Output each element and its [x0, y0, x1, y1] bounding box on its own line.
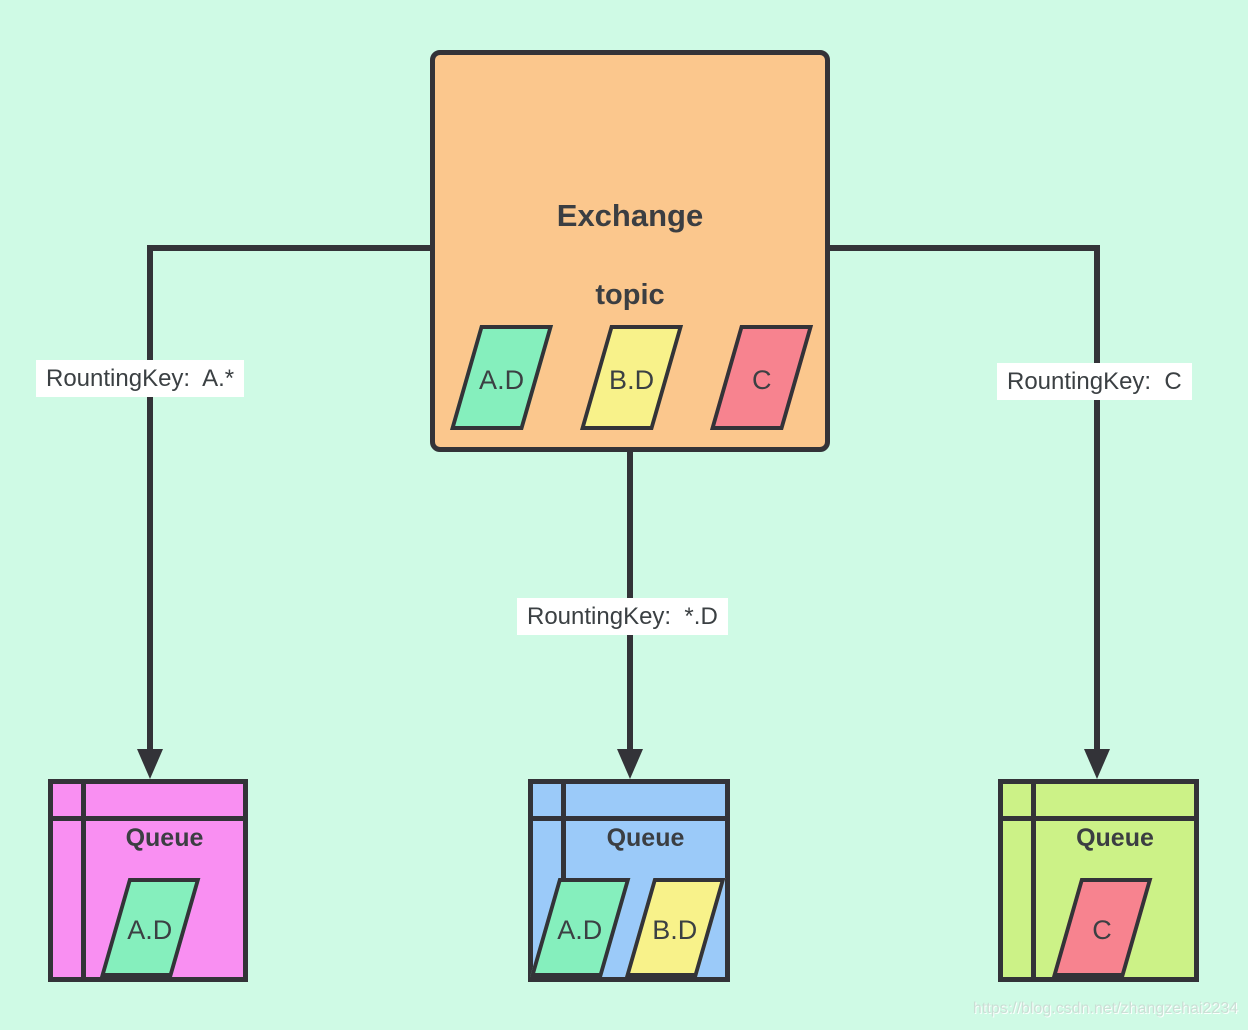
- routing-key-label-middle: RountingKey: *.D: [517, 598, 728, 635]
- queue-node-left: Queue A.D: [48, 779, 248, 982]
- queue-left-message-ad: A.D: [100, 878, 201, 977]
- connector-right-vertical: [1094, 245, 1100, 750]
- connector-left-horizontal: [147, 245, 430, 251]
- queue-right-vertical-divider: [1031, 784, 1036, 977]
- exchange-node: Exchange topic A.D B.D C: [430, 50, 830, 452]
- queue-middle-message-bd-label: B.D: [652, 915, 698, 945]
- queue-node-middle: Queue A.D B.D: [528, 779, 730, 982]
- watermark: https://blog.csdn.net/zhangzehai2234: [972, 1000, 1238, 1017]
- exchange-message-c-label: C: [751, 365, 772, 395]
- queue-middle-horizontal-divider: [533, 816, 725, 821]
- queue-left-horizontal-divider: [53, 816, 243, 821]
- queue-left-vertical-divider: [81, 784, 86, 977]
- routing-key-label-left: RountingKey: A.*: [36, 360, 245, 397]
- exchange-message-ad-label: A.D: [479, 365, 525, 395]
- queue-middle-message-bd: B.D: [625, 878, 726, 977]
- connector-right-horizontal: [830, 245, 1100, 251]
- exchange-title: Exchange: [556, 198, 704, 233]
- connector-left-vertical: [147, 245, 153, 750]
- queue-left-title: Queue: [125, 824, 204, 852]
- exchange-type-label: topic: [595, 279, 665, 311]
- queue-middle-message-ad-label: A.D: [557, 915, 603, 945]
- exchange-message-bd: B.D: [580, 325, 684, 430]
- arrowhead-left-icon: [137, 749, 163, 779]
- routing-key-label-right: RountingKey: C: [997, 363, 1192, 400]
- arrowhead-middle-icon: [617, 749, 643, 779]
- queue-middle-message-ad: A.D: [530, 878, 631, 977]
- arrowhead-right-icon: [1084, 749, 1110, 779]
- exchange-message-c: C: [710, 325, 814, 430]
- queue-node-right: Queue C: [998, 779, 1199, 982]
- queue-right-horizontal-divider: [1003, 816, 1194, 821]
- queue-right-message-c-label: C: [1092, 915, 1112, 945]
- queue-right-message-c: C: [1052, 878, 1153, 977]
- queue-left-message-ad-label: A.D: [127, 915, 173, 945]
- queue-middle-title: Queue: [606, 824, 685, 852]
- exchange-message-ad: A.D: [450, 325, 554, 430]
- exchange-message-bd-label: B.D: [609, 365, 655, 395]
- queue-right-title: Queue: [1076, 824, 1154, 852]
